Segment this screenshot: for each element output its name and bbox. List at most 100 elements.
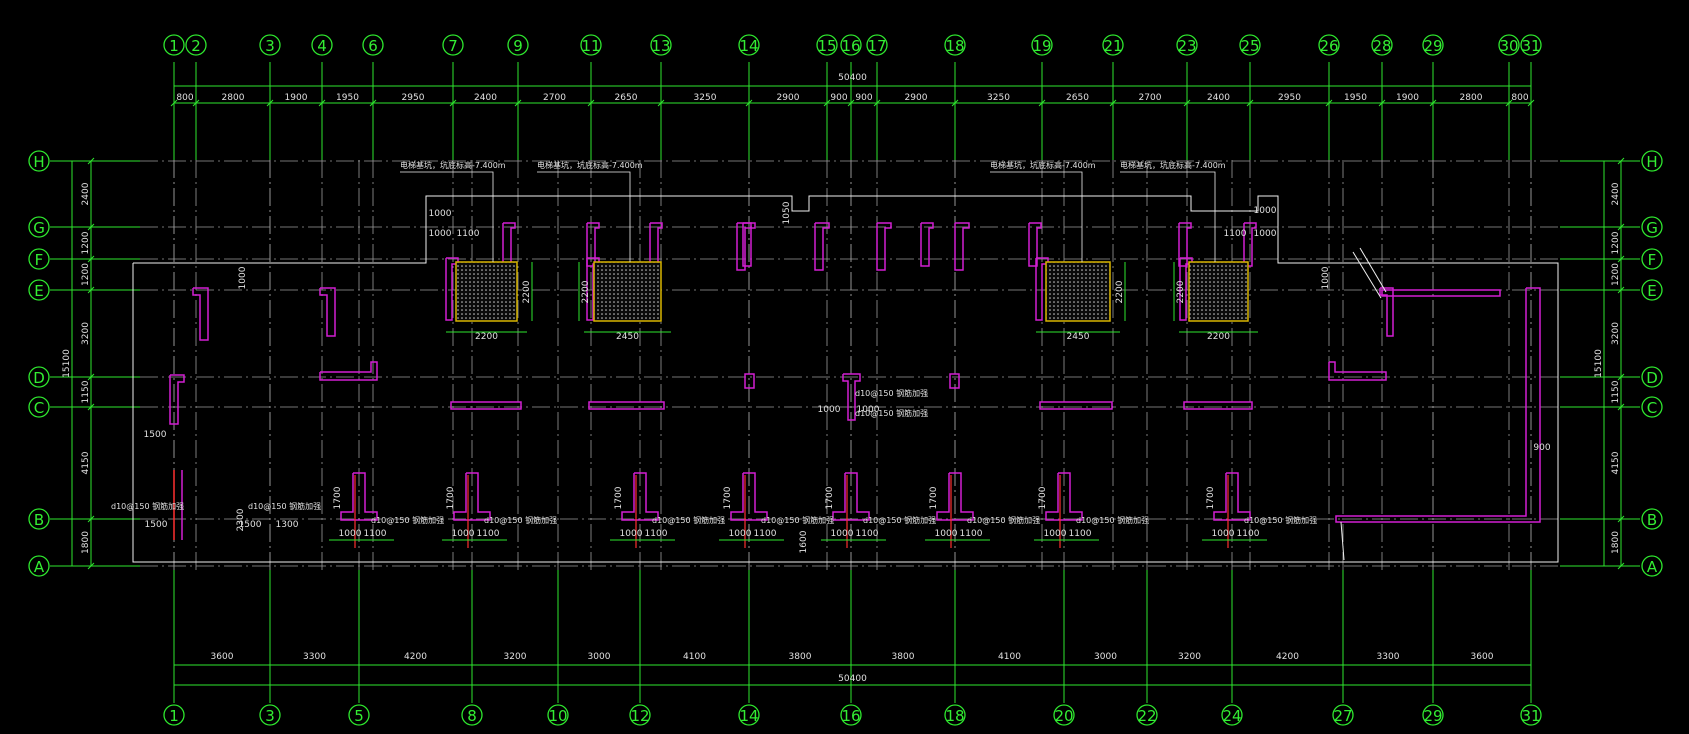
right-row-dim-label: 1800 bbox=[1611, 531, 1621, 554]
column-note: d10@150 钢筋加强 bbox=[111, 501, 184, 511]
bottom-dim-label: 3300 bbox=[1377, 652, 1400, 662]
small-dim-label: 1000 bbox=[339, 529, 362, 539]
dim-tick bbox=[1246, 99, 1254, 107]
left-row-dim-label: 1200 bbox=[81, 263, 91, 286]
bottom-dim-label: 4100 bbox=[998, 652, 1021, 662]
axis-bubble-circle bbox=[738, 704, 760, 726]
shear-wall bbox=[1045, 472, 1083, 521]
bottom-dim-label: 3600 bbox=[1471, 652, 1494, 662]
small-dim-label: 1000 bbox=[1044, 529, 1067, 539]
shear-walls bbox=[169, 222, 1541, 561]
axis-bubble-label: 4 bbox=[317, 37, 327, 55]
axis-bubble-circle bbox=[1641, 508, 1663, 530]
dim-tick bbox=[587, 99, 595, 107]
top-dim-label: 3250 bbox=[694, 93, 717, 103]
dim-tick bbox=[1617, 255, 1625, 263]
axis-bubble-bottom: 5 bbox=[348, 704, 370, 726]
right-row-dim-label: 1150 bbox=[1611, 380, 1621, 403]
dim-tick bbox=[1429, 99, 1437, 107]
shear-wall bbox=[502, 222, 516, 267]
axis-bubble-top: 4 bbox=[311, 34, 333, 56]
small-dim-label: 1700 bbox=[614, 486, 624, 509]
shear-wall bbox=[949, 373, 960, 389]
bottom-dim-label: 4200 bbox=[1276, 652, 1299, 662]
axis-bubble-top: 1 bbox=[163, 34, 185, 56]
small-dim-label: 1000 bbox=[238, 266, 248, 289]
axis-bubble-label: 31 bbox=[1521, 707, 1540, 725]
dim-tick bbox=[1378, 99, 1386, 107]
dim-tick bbox=[318, 99, 326, 107]
column-note: d10@150 钢筋加强 bbox=[371, 515, 444, 525]
axis-bubble-label: 2 bbox=[191, 37, 201, 55]
axis-bubble-label: 7 bbox=[448, 37, 458, 55]
axis-bubble-label: 24 bbox=[1222, 707, 1241, 725]
axis-bubble-top: 3 bbox=[259, 34, 281, 56]
dim-tick bbox=[1617, 286, 1625, 294]
axis-bubble-circle bbox=[1102, 34, 1124, 56]
small-dim-label: 1000 bbox=[831, 529, 854, 539]
axis-bubble-label: 16 bbox=[841, 707, 860, 725]
small-dim-label: 1100 bbox=[477, 529, 500, 539]
shear-wall bbox=[621, 472, 659, 521]
axis-bubble-circle bbox=[1239, 34, 1261, 56]
axis-bubble-circle bbox=[259, 704, 281, 726]
right-row-dim-label: 3200 bbox=[1611, 322, 1621, 345]
axis-bubble-label: E bbox=[34, 282, 43, 300]
pit-height-label: 2200 bbox=[1176, 280, 1186, 303]
dim-tick bbox=[1617, 515, 1625, 523]
axis-bubble-circle bbox=[28, 508, 50, 530]
pit-height-label: 2200 bbox=[1115, 280, 1125, 303]
shear-wall bbox=[1035, 257, 1049, 321]
column-note: d10@150 钢筋加强 bbox=[484, 515, 557, 525]
bottom-dim-label: 3000 bbox=[1094, 652, 1117, 662]
axis-bubble-circle bbox=[547, 704, 569, 726]
small-dim-label: 1500 bbox=[145, 520, 168, 530]
axis-bubble-top: 11 bbox=[580, 34, 602, 56]
small-dim-label: 1000 bbox=[620, 529, 643, 539]
top-dim-label: 2650 bbox=[615, 93, 638, 103]
axis-bubble-left: D bbox=[28, 366, 50, 388]
axis-bubble-circle bbox=[1136, 704, 1158, 726]
axis-bubble-left: E bbox=[28, 279, 50, 301]
axis-bubble-circle bbox=[1176, 34, 1198, 56]
small-dim-label: 1500 bbox=[144, 430, 167, 440]
dim-tick bbox=[1617, 157, 1625, 165]
axis-bubble-top: 25 bbox=[1239, 34, 1261, 56]
axis-bubble-right: C bbox=[1641, 396, 1663, 418]
left-row-dim-label: 2400 bbox=[81, 182, 91, 205]
axis-bubble-bottom: 16 bbox=[840, 704, 862, 726]
dim-tick bbox=[1617, 223, 1625, 231]
dim-tick bbox=[1038, 99, 1046, 107]
axis-bubble-circle bbox=[738, 34, 760, 56]
axis-bubble-circle bbox=[629, 704, 651, 726]
column-note: d10@150 钢筋加强 bbox=[761, 515, 834, 525]
diagonal-wall bbox=[1352, 251, 1382, 299]
axis-bubble-bottom: 27 bbox=[1332, 704, 1354, 726]
pit-width-label: 2200 bbox=[1207, 332, 1230, 342]
column-note: d10@150 钢筋加强 bbox=[855, 408, 928, 418]
column-note: d10@150 钢筋加强 bbox=[1076, 515, 1149, 525]
axis-bubble-label: 20 bbox=[1054, 707, 1073, 725]
axis-bubble-right: G bbox=[1641, 216, 1663, 238]
axis-bubble-circle bbox=[28, 366, 50, 388]
top-dim-label: 2800 bbox=[222, 93, 245, 103]
top-dim-label: 1900 bbox=[1396, 93, 1419, 103]
top-dim-label: 2950 bbox=[1278, 93, 1301, 103]
dim-tick bbox=[847, 99, 855, 107]
top-dim-label: 2400 bbox=[474, 93, 497, 103]
axis-bubble-top: 23 bbox=[1176, 34, 1198, 56]
small-dim-label: 1100 bbox=[960, 529, 983, 539]
left-row-dim-label: 3200 bbox=[81, 322, 91, 345]
axis-bubble-bottom: 8 bbox=[461, 704, 483, 726]
dim-tick bbox=[1183, 99, 1191, 107]
small-dim-label: 1100 bbox=[1069, 529, 1092, 539]
axis-bubble-circle bbox=[1641, 396, 1663, 418]
bottom-dim-label: 3300 bbox=[303, 652, 326, 662]
axis-bubble-circle bbox=[1031, 34, 1053, 56]
axis-bubble-label: 8 bbox=[467, 707, 477, 725]
axis-bubble-circle bbox=[1520, 34, 1542, 56]
pit-width-label: 2200 bbox=[475, 332, 498, 342]
dim-tick bbox=[369, 99, 377, 107]
